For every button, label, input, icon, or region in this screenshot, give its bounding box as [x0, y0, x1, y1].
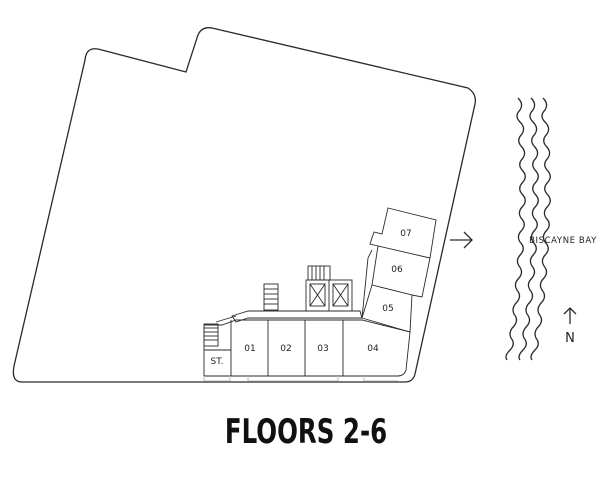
elevator-core [305, 265, 353, 312]
unit-03-label: 03 [317, 344, 328, 354]
stair-middle [263, 283, 279, 311]
unit-04-label: 04 [367, 344, 379, 354]
unit-st-label: ST. [210, 357, 223, 367]
unit-05-label: 05 [382, 304, 393, 314]
unit-02-label: 02 [280, 344, 291, 354]
unit-01-label: 01 [244, 344, 255, 354]
north-label: N [565, 331, 575, 346]
floor-title: FLOORS 2-6 [224, 412, 388, 452]
water-waves-icon [505, 97, 551, 361]
arrow-up-icon [563, 307, 577, 324]
bay-label: BISCAYNE BAY [529, 236, 597, 246]
unit-07-label: 07 [400, 229, 411, 239]
site-outline [12, 27, 476, 383]
stair-left [203, 323, 219, 347]
unit-06-label: 06 [391, 265, 403, 275]
building [203, 207, 437, 382]
arrow-right-icon [450, 231, 473, 249]
